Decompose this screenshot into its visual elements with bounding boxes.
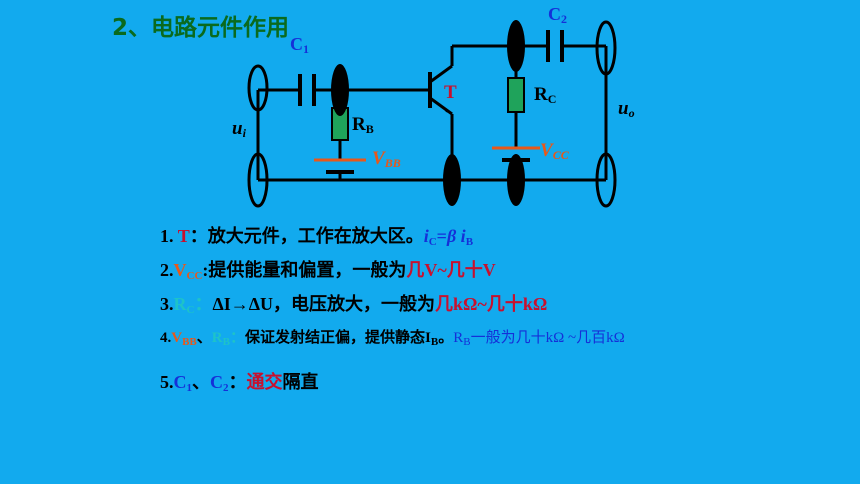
item-3-rc: 3.RC：ΔI→ΔU，电压放大，一般为几kΩ~几十kΩ [160, 294, 548, 316]
item-1-transistor: 1. T：放大元件，工作在放大区。iC=β iB [160, 226, 474, 248]
resistor-rc [507, 77, 525, 113]
item-4-vbb-rb: 4.VBB、RB：保证发射结正偏，提供静态IB。RB一般为几十kΩ ~几百kΩ [160, 330, 625, 348]
node-markers [331, 20, 525, 206]
label-uo: uo [618, 98, 635, 120]
label-vbb: VBB [372, 148, 401, 170]
capacitor-c1-plates [298, 74, 316, 106]
label-transistor-t: T [444, 82, 457, 103]
capacitor-c2-plates [546, 30, 564, 62]
emitter-arrow-icon [440, 104, 452, 114]
input-terminal-top [247, 64, 269, 112]
item-5-capacitors: 5.C1、C2：通交隔直 [160, 372, 319, 394]
item-2-vcc: 2.VCC:提供能量和偏置，一般为几V~几十V [160, 260, 496, 282]
label-c1: C1 [290, 34, 309, 56]
label-ui: ui [232, 118, 246, 140]
slide-title: 2、电路元件作用 [112, 15, 290, 41]
label-vcc: VCC [540, 140, 569, 162]
label-rc: RC [534, 84, 557, 106]
label-c2: C2 [548, 4, 567, 26]
terminal-rings [247, 20, 617, 208]
label-rb: RB [352, 114, 374, 136]
output-terminal-top [595, 20, 617, 76]
input-terminal-bottom [247, 152, 269, 208]
battery-vbb [314, 158, 366, 174]
output-terminal-bottom [595, 152, 617, 208]
